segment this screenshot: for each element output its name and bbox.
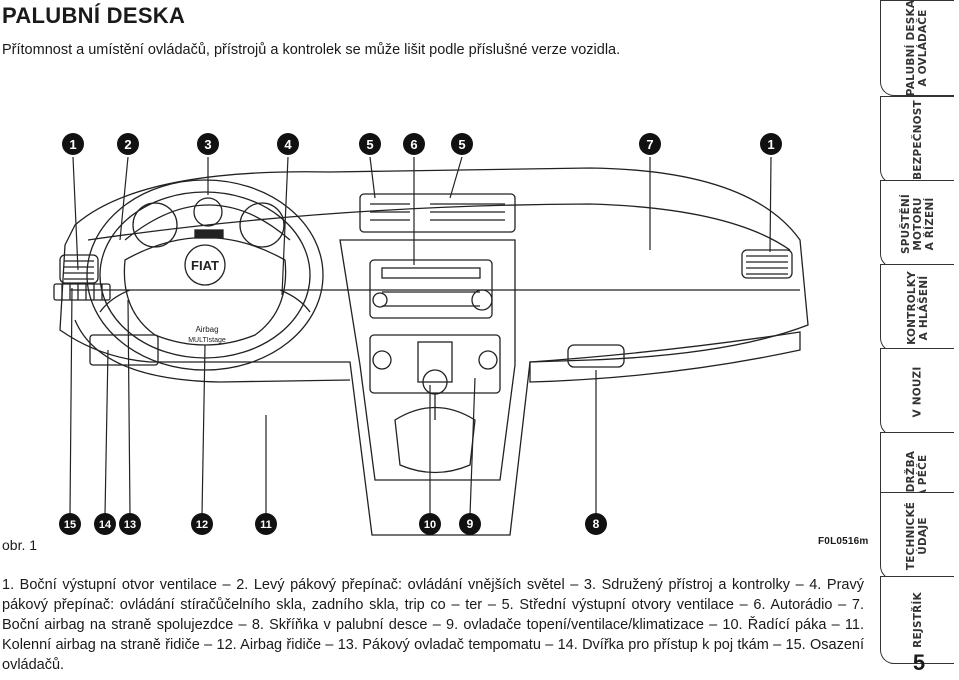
- callouts-top: 1 2 3 4 5 6 5 7 1: [62, 133, 782, 155]
- svg-text:13: 13: [124, 519, 136, 531]
- left-vent: [59, 254, 99, 284]
- figure-code: F0L0516m: [818, 536, 869, 547]
- callout-11: 11: [255, 513, 277, 535]
- callout-10: 10: [419, 513, 441, 535]
- callout-7: 7: [639, 133, 661, 155]
- right-vent: [741, 249, 793, 279]
- dashboard-figure: FIAT Airbag MULTIstage 1 2 3: [30, 120, 866, 550]
- svg-text:3: 3: [204, 137, 211, 152]
- tab-v-nouzi[interactable]: V NOUZI: [880, 348, 954, 436]
- callout-9: 9: [459, 513, 481, 535]
- svg-text:15: 15: [64, 519, 76, 531]
- callout-14: 14: [94, 513, 116, 535]
- svg-text:14: 14: [99, 519, 112, 531]
- climate-control: [369, 334, 501, 394]
- callout-6: 6: [403, 133, 425, 155]
- callout-2: 2: [117, 133, 139, 155]
- radio: [369, 259, 493, 319]
- multistage-label: MULTIstage: [188, 337, 226, 344]
- callout-1b: 1: [760, 133, 782, 155]
- callout-5a: 5: [359, 133, 381, 155]
- tab-kontrolky[interactable]: KONTROLKY A HLÁŠENÍ: [880, 264, 954, 352]
- svg-text:5: 5: [366, 137, 373, 152]
- callouts-bottom: 15 14 13 12 11 10 9 8: [59, 513, 607, 535]
- tab-label: PALUBNÍ DESKA A OVLÁDAČE: [905, 0, 930, 97]
- airbag-label: Airbag: [195, 325, 218, 334]
- tab-bezpecnost[interactable]: BEZPEČNOST: [880, 96, 954, 184]
- tab-label: SPUŠTĚNÍ MOTORU A ŘÍZENÍ: [899, 194, 936, 254]
- callout-1: 1: [62, 133, 84, 155]
- dashboard-illustration: FIAT Airbag MULTIstage 1 2 3: [53, 133, 809, 536]
- page-subtitle: Přítomnost a umístění ovládačů, přístroj…: [2, 42, 621, 58]
- svg-text:6: 6: [410, 137, 417, 152]
- tab-label: KONTROLKY A HLÁŠENÍ: [905, 271, 930, 345]
- figure-caption: 1. Boční výstupní otvor ventilace – 2. L…: [2, 577, 864, 673]
- page-title: PALUBNÍ DESKA: [2, 3, 186, 28]
- glovebox: [529, 331, 801, 383]
- svg-text:10: 10: [424, 519, 436, 531]
- instrument-cluster: [124, 204, 291, 241]
- tab-spusteni[interactable]: SPUŠTĚNÍ MOTORU A ŘÍZENÍ: [880, 180, 954, 268]
- tab-technicke[interactable]: TECHNICKÉ ÚDAJE: [880, 492, 954, 580]
- callout-3: 3: [197, 133, 219, 155]
- callout-5b: 5: [451, 133, 473, 155]
- page-number: 5: [912, 650, 926, 675]
- fiat-logo: FIAT: [191, 258, 219, 273]
- svg-text:2: 2: [124, 137, 131, 152]
- callout-12: 12: [191, 513, 213, 535]
- tab-label: TECHNICKÉ ÚDAJE: [905, 501, 930, 571]
- chapter-sidebar: PALUBNÍ DESKA A OVLÁDAČE BEZPEČNOST SPUŠ…: [880, 0, 959, 680]
- dashboard-outline: [59, 167, 809, 536]
- tab-rejstrik[interactable]: REJSTŘÍK: [880, 576, 954, 664]
- tab-label: BEZPEČNOST: [911, 100, 924, 180]
- callout-4: 4: [277, 133, 299, 155]
- svg-text:12: 12: [196, 519, 208, 531]
- centre-console: [339, 239, 516, 481]
- callout-15: 15: [59, 513, 81, 535]
- central-vents: [359, 193, 516, 233]
- callout-13: 13: [119, 513, 141, 535]
- svg-text:1: 1: [69, 137, 76, 152]
- tab-label: REJSTŘÍK: [911, 592, 924, 648]
- tab-label: V NOUZI: [911, 366, 924, 418]
- svg-text:8: 8: [593, 517, 600, 531]
- callout-8: 8: [585, 513, 607, 535]
- svg-text:5: 5: [458, 137, 465, 152]
- tab-palubni-deska[interactable]: PALUBNÍ DESKA A OVLÁDAČE: [880, 0, 954, 96]
- svg-text:11: 11: [260, 519, 272, 531]
- svg-text:1: 1: [767, 137, 774, 152]
- svg-text:9: 9: [467, 517, 474, 531]
- figure-label: obr. 1: [2, 537, 38, 553]
- svg-text:4: 4: [284, 137, 292, 152]
- svg-text:7: 7: [646, 137, 653, 152]
